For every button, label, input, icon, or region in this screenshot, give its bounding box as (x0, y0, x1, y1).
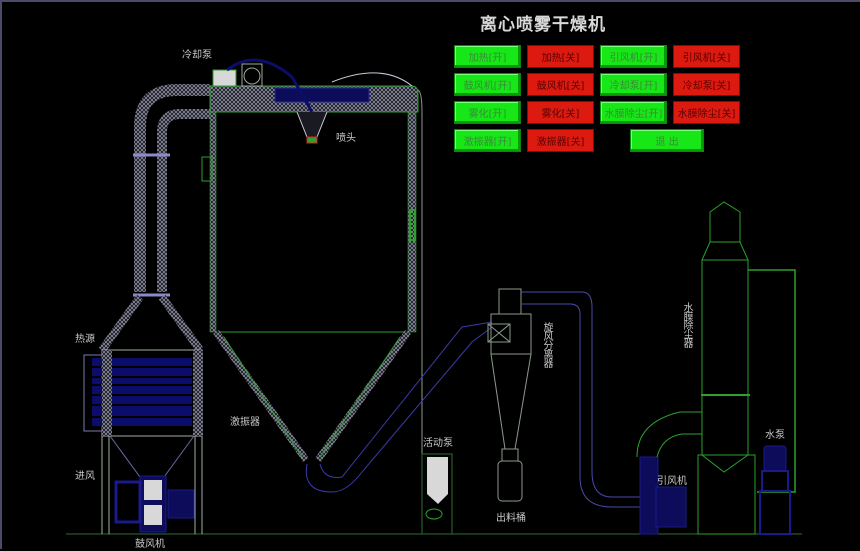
hot-air-duct (133, 84, 210, 297)
label-cooling-pump: 冷却泵 (182, 50, 212, 61)
water-film-dust-collector (697, 201, 796, 535)
cooling-pump-unit (212, 58, 413, 113)
label-induced-fan: 引风机 (657, 476, 687, 487)
vibrator-on-button[interactable]: 激振器[开] (454, 129, 521, 152)
exhaust-pipe (521, 291, 642, 508)
vibrator-off-button[interactable]: 激振器[关] (527, 129, 594, 152)
blower-on-button[interactable]: 鼓风机[开] (454, 73, 521, 96)
induced-fan-unit (636, 411, 702, 535)
blower-off-button[interactable]: 鼓风机[关] (527, 73, 594, 96)
peristaltic-pump-unit (421, 453, 453, 535)
cyclone-separator (487, 288, 532, 502)
water-dust-off-button[interactable]: 水膜除尘[关] (673, 101, 740, 124)
label-water-pump: 水泵 (765, 430, 785, 441)
heat-on-button[interactable]: 加热[开] (454, 45, 521, 68)
label-discharge-bucket: 出料桶 (496, 513, 526, 524)
blower-unit (114, 475, 195, 533)
label-nozzle: 喷头 (336, 133, 356, 144)
cooling-pump-off-button[interactable]: 冷却泵[关] (673, 73, 740, 96)
label-peristaltic-pump: 活动泵 (423, 438, 453, 449)
cooling-pump-on-button[interactable]: 冷却泵[开] (600, 73, 667, 96)
drying-chamber (201, 85, 423, 532)
water-dust-on-button[interactable]: 水膜除尘[开] (600, 101, 667, 124)
label-air-inlet: 进风 (75, 471, 95, 482)
induced-fan-off-button[interactable]: 引风机[关] (673, 45, 740, 68)
heat-source-unit (83, 349, 203, 534)
heat-off-button[interactable]: 加热[关] (527, 45, 594, 68)
transfer-pipe (305, 321, 493, 493)
heater-hood (98, 294, 204, 353)
label-vibrator: 激振器 (230, 417, 260, 428)
atomize-off-button[interactable]: 雾化[关] (527, 101, 594, 124)
atomize-on-button[interactable]: 雾化[开] (454, 101, 521, 124)
water-pump-unit (759, 445, 791, 535)
label-heat-source: 热源 (75, 334, 95, 345)
induced-fan-on-button[interactable]: 引风机[开] (600, 45, 667, 68)
label-cyclone: 旋风分离器 (541, 322, 552, 367)
label-blower: 鼓风机 (135, 539, 165, 550)
label-water-film-dust-collector: 水膜除尘器 (681, 302, 692, 347)
exit-button[interactable]: 退 出 (630, 129, 704, 152)
page-title: 离心喷雾干燥机 (480, 15, 606, 35)
